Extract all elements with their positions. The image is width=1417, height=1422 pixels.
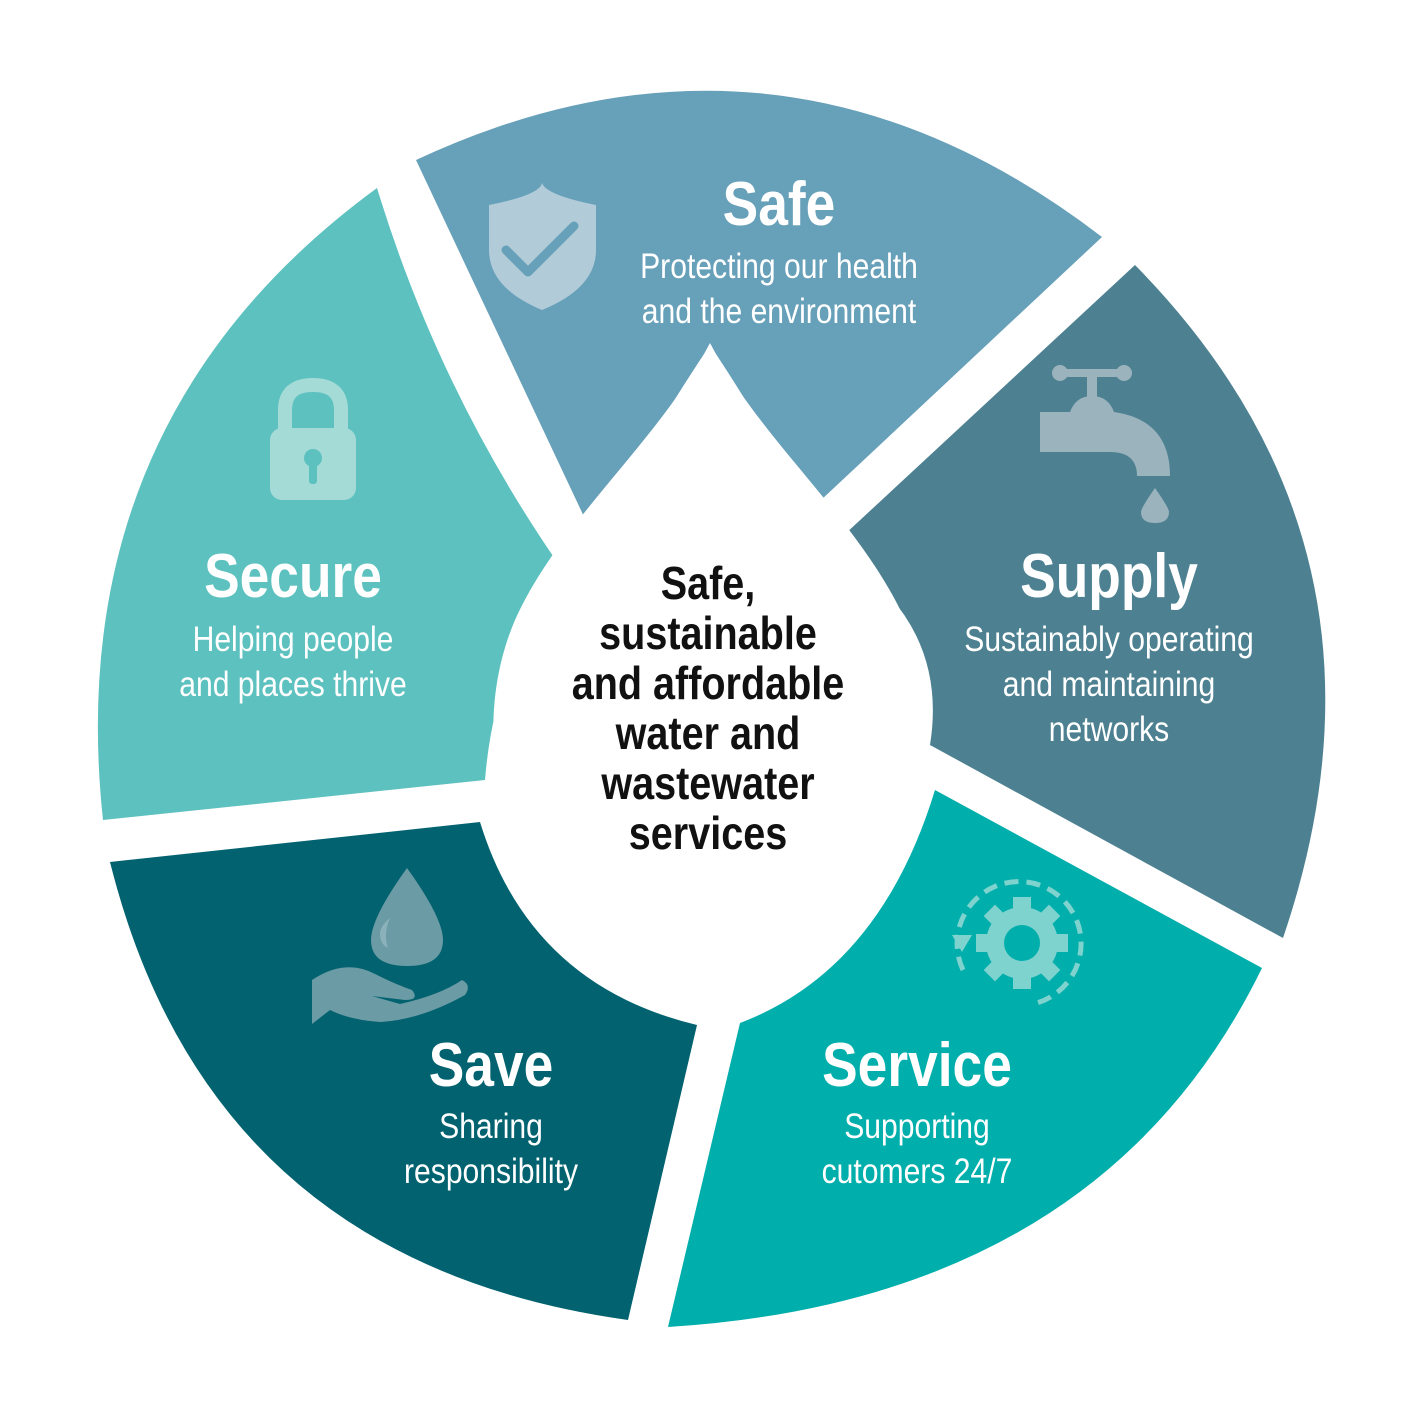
segment-subtitle-save: Sharing responsibility [404, 1107, 578, 1191]
segment-title-secure: Secure [204, 542, 382, 611]
segment-subtitle-safe: Protecting our health and the environmen… [640, 247, 918, 331]
center-heading: Safe, sustainable and affordable water a… [571, 557, 845, 859]
segment-title-safe: Safe [722, 170, 836, 239]
tap-icon [1040, 365, 1170, 523]
hand-drop-icon [312, 868, 468, 1024]
center-droplet [493, 343, 927, 1020]
segment-title-service: Service [822, 1031, 1012, 1100]
segment-subtitle-secure: Helping people and places thrive [179, 620, 407, 704]
segment-subtitle-supply: Sustainably operating and maintaining ne… [964, 620, 1254, 749]
segment-title-supply: Supply [1020, 542, 1198, 611]
segment-service [668, 790, 1262, 1327]
gear-cycle-icon [952, 879, 1084, 1007]
segment-save [110, 822, 697, 1320]
shield-check-icon [489, 183, 596, 310]
segment-title-save: Save [428, 1031, 554, 1100]
segment-safe [416, 90, 1102, 541]
segment-secure [97, 188, 564, 820]
segment-supply [830, 265, 1326, 938]
padlock-icon [270, 377, 356, 500]
segment-subtitle-service: Supporting cutomers 24/7 [821, 1107, 1013, 1191]
